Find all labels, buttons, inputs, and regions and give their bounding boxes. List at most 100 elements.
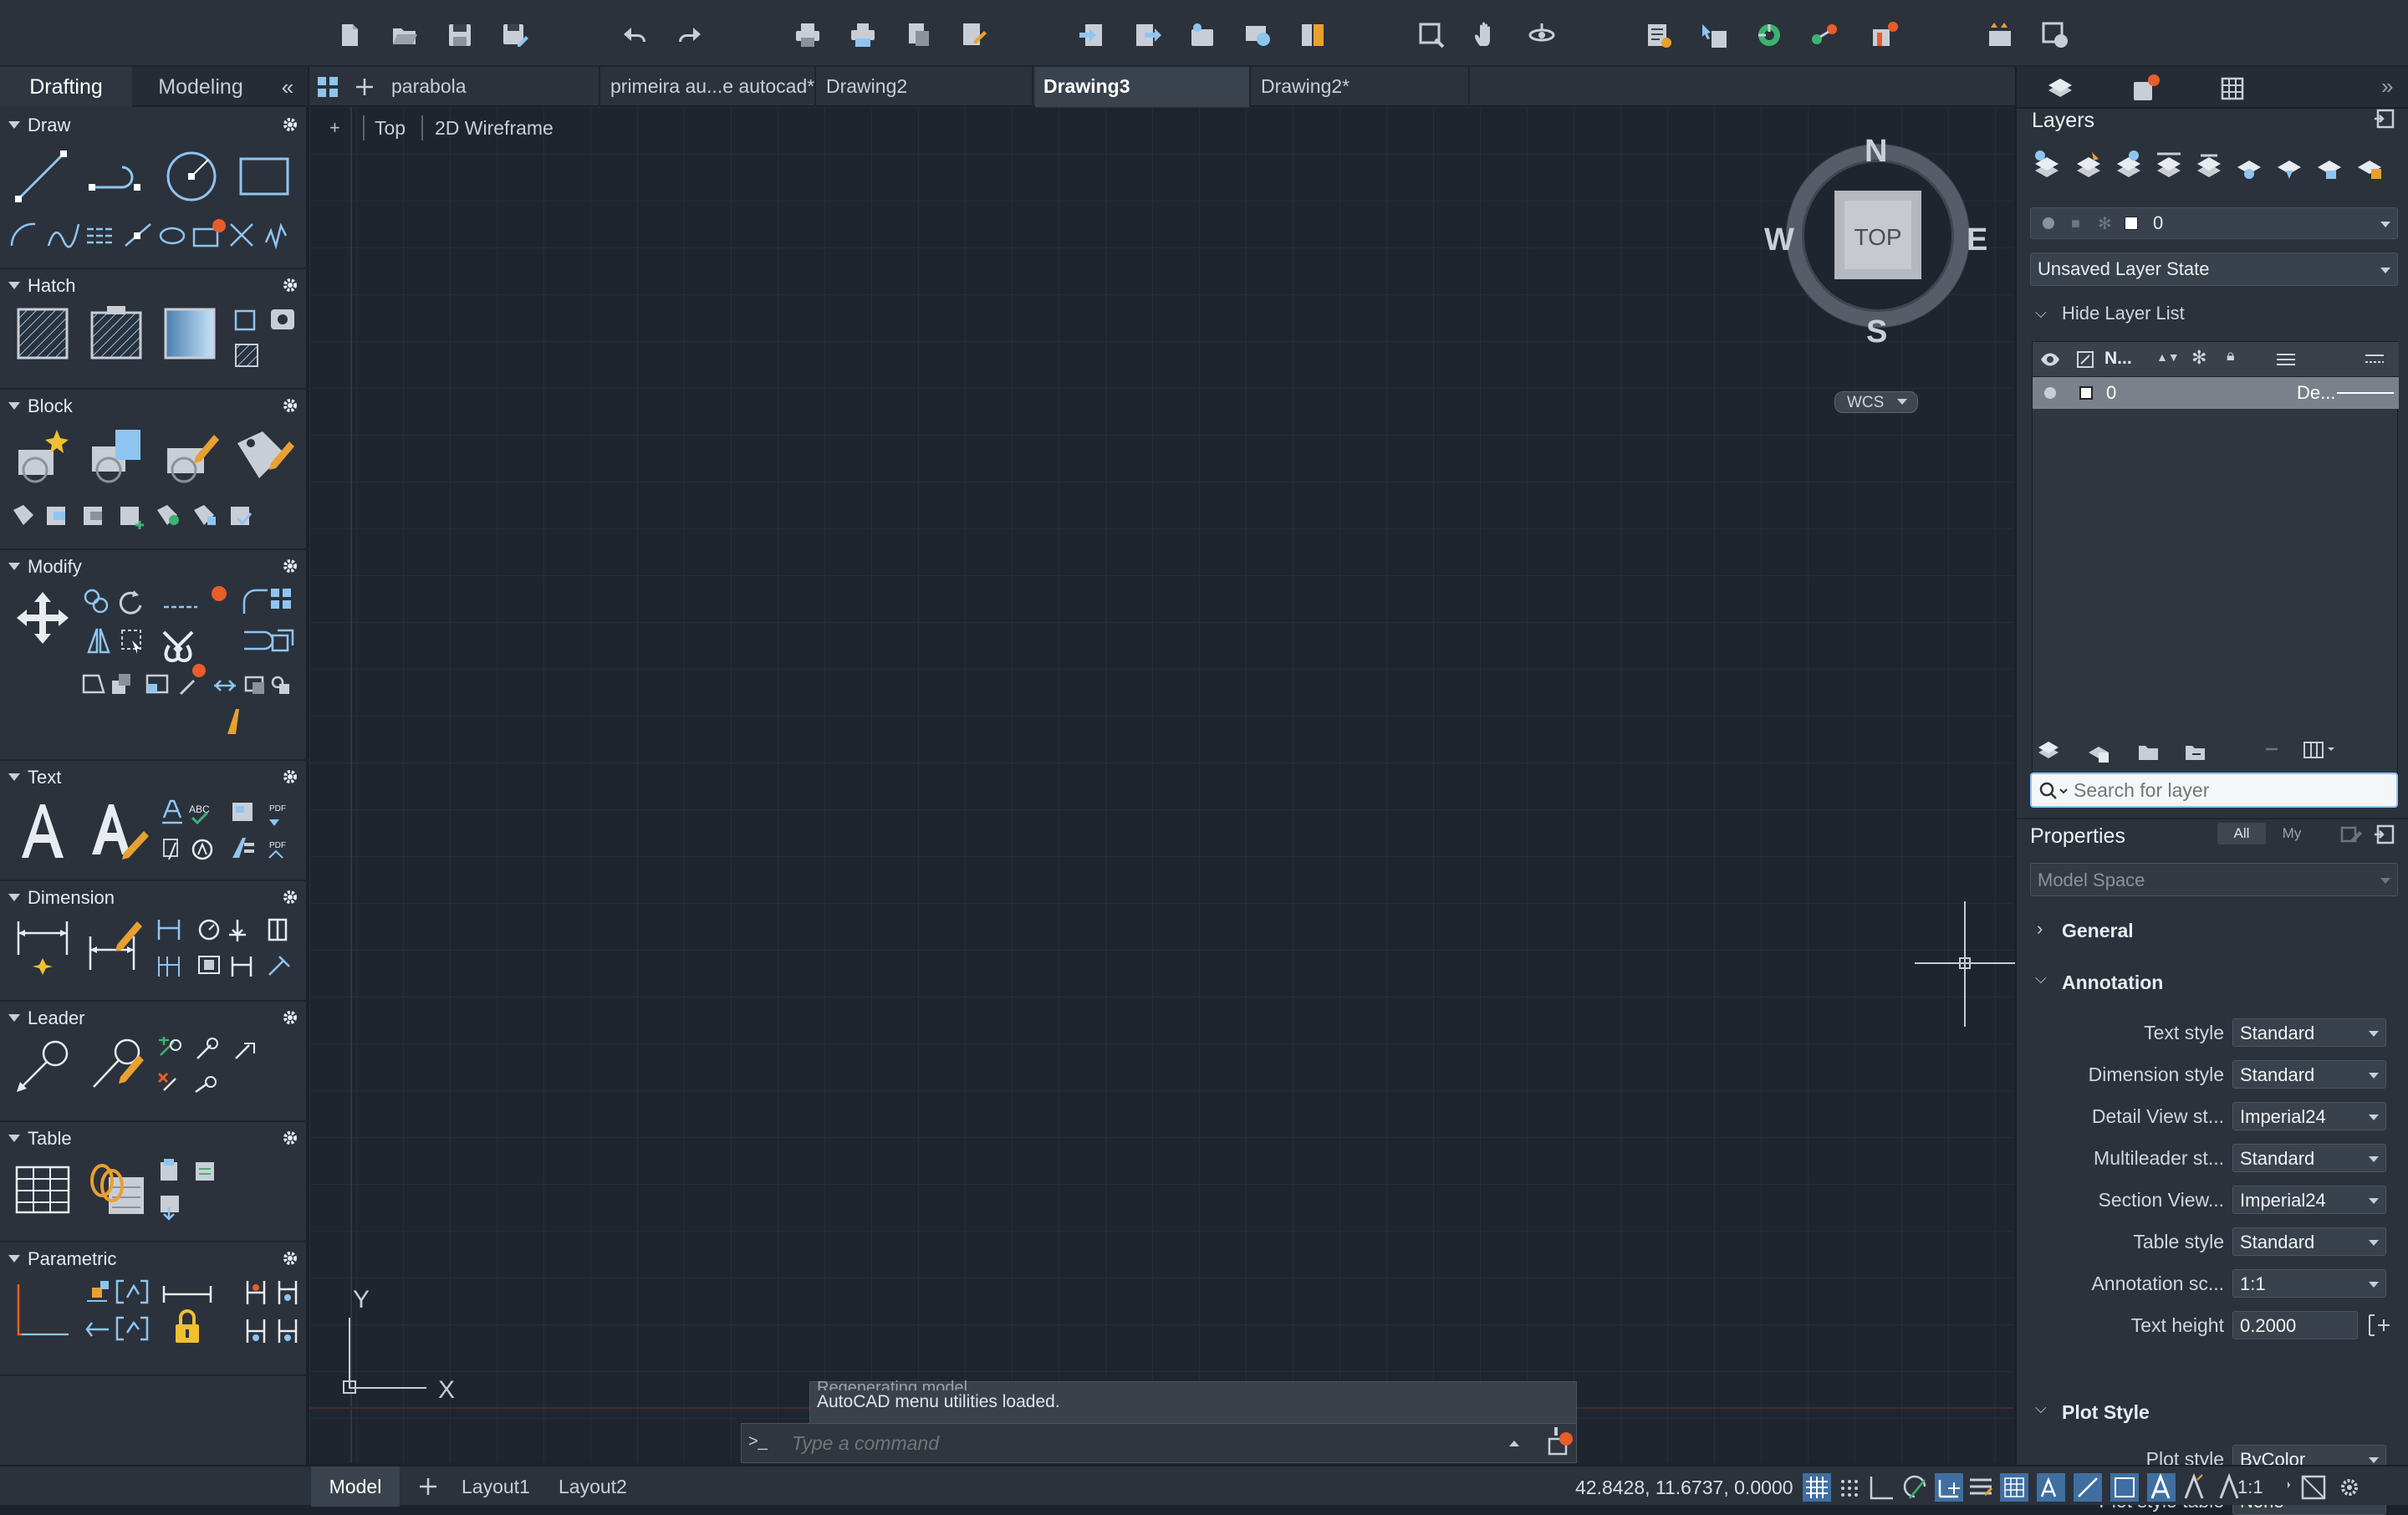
parametric-section-header[interactable]: Parametric <box>0 1244 308 1274</box>
gear-icon[interactable] <box>281 396 299 415</box>
coordinates-readout[interactable]: 42.8428, 11.6737, 0.0000 <box>1575 1477 1793 1498</box>
match-properties-icon[interactable] <box>1696 17 1732 54</box>
data-link-icon[interactable] <box>87 1160 147 1219</box>
boundary-tools-icon[interactable] <box>232 304 299 375</box>
dimension-tools-grid[interactable] <box>157 916 299 980</box>
page-setup-icon[interactable] <box>900 17 936 54</box>
command-history-toggle-icon[interactable] <box>1509 1441 1519 1446</box>
tab-modeling[interactable]: Modeling <box>158 75 243 99</box>
export-icon[interactable] <box>1129 17 1166 54</box>
modify-tools-grid[interactable] <box>80 585 298 752</box>
property-value-dropdown[interactable]: Standard <box>2232 1227 2386 1256</box>
layer-linetype[interactable]: De... <box>2297 382 2336 403</box>
compass-north[interactable]: N <box>1865 134 1888 169</box>
block-palette-icon[interactable] <box>2221 77 2244 100</box>
hatch-icon[interactable] <box>13 304 72 363</box>
linetype-column-icon[interactable] <box>2364 352 2385 367</box>
tab-drafting[interactable]: Drafting <box>0 67 132 107</box>
expand-panel-icon[interactable]: » <box>2381 74 2394 99</box>
property-value-dropdown[interactable]: Standard <box>2232 1144 2386 1172</box>
sort-icon[interactable]: ▲▼ <box>2156 350 2180 364</box>
tab-layout1[interactable]: Layout1 <box>462 1476 530 1497</box>
add-layout-icon[interactable] <box>418 1477 438 1497</box>
property-value-dropdown[interactable]: Imperial24 <box>2232 1186 2386 1214</box>
status-icon[interactable] <box>2076 350 2094 369</box>
sheet-set-icon[interactable] <box>1294 17 1331 54</box>
dimension-icon[interactable] <box>13 916 72 975</box>
properties-icon[interactable] <box>1640 17 1677 54</box>
command-customize-icon[interactable] <box>1544 1427 1576 1461</box>
share-icon[interactable] <box>1184 17 1221 54</box>
plot-icon[interactable] <box>789 17 826 54</box>
xref-icon[interactable] <box>1751 17 1788 54</box>
edit-block-icon[interactable] <box>162 426 221 485</box>
polyline-icon[interactable] <box>87 147 145 206</box>
gear-icon[interactable] <box>281 276 299 294</box>
draw-small-tools[interactable] <box>8 217 293 251</box>
move-icon[interactable] <box>13 589 72 647</box>
layers-palette-icon[interactable] <box>2047 75 2074 102</box>
dock-icon[interactable] <box>2373 823 2396 846</box>
boundary-hatch-icon[interactable] <box>87 304 145 363</box>
save-as-icon[interactable] <box>497 17 533 54</box>
property-value-dropdown[interactable]: 1:1 <box>2232 1269 2386 1298</box>
layer-on-icon[interactable] <box>2044 387 2056 399</box>
leader-tools-grid[interactable] <box>157 1037 258 1095</box>
new-tab-icon[interactable] <box>355 77 375 97</box>
layer-state-dropdown[interactable]: Unsaved Layer State <box>2030 252 2398 286</box>
eye-icon[interactable] <box>2039 350 2061 369</box>
layer-row[interactable]: 0 De... <box>2033 377 2399 409</box>
view-label[interactable]: Top <box>375 117 406 139</box>
draw-section-header[interactable]: Draw <box>0 110 308 140</box>
parametric-tools-grid[interactable] <box>80 1278 303 1344</box>
annotation-scale[interactable]: 1:1 <box>2237 1477 2263 1497</box>
gear-icon[interactable] <box>281 768 299 786</box>
modify-section-header[interactable]: Modify <box>0 552 308 582</box>
save-icon[interactable] <box>441 17 478 54</box>
table-icon[interactable] <box>13 1160 72 1219</box>
layer-list-toolbar[interactable] <box>2037 737 2385 766</box>
publish-icon[interactable] <box>955 17 992 54</box>
block-section-header[interactable]: Block <box>0 391 308 421</box>
redo-icon[interactable] <box>671 17 707 54</box>
undo-icon[interactable] <box>617 17 654 54</box>
line-icon[interactable] <box>12 147 70 206</box>
compass-south[interactable]: S <box>1866 314 1888 349</box>
geometric-constraint-icon[interactable] <box>13 1281 72 1339</box>
multiline-text-icon[interactable] <box>13 799 72 863</box>
viewport-menu-button[interactable]: + <box>329 117 340 138</box>
doc-tab-active[interactable]: Drawing3 <box>1035 67 1251 107</box>
insert-block-icon[interactable] <box>87 426 145 485</box>
freeze-column-icon[interactable]: ✻ <box>2191 347 2207 368</box>
quick-dimension-icon[interactable] <box>87 916 147 975</box>
text-tools-grid[interactable]: ABC PDF PDF <box>161 799 301 871</box>
lock-column-icon[interactable]: 🔒︎ <box>2227 347 2235 364</box>
property-value-dropdown[interactable]: Standard <box>2232 1018 2386 1047</box>
visual-style-label[interactable]: 2D Wireframe <box>435 117 554 139</box>
tool-palette-icon[interactable] <box>2037 17 2074 54</box>
layer-search-input[interactable] <box>2074 778 2391 803</box>
compass-west[interactable]: W <box>1764 222 1794 258</box>
zoom-window-icon[interactable] <box>1413 17 1450 54</box>
block-attribute-icon[interactable] <box>234 426 298 485</box>
circle-icon[interactable] <box>162 147 221 206</box>
property-value-dropdown[interactable]: Imperial24 <box>2232 1102 2386 1130</box>
attach-icon[interactable] <box>1806 17 1843 54</box>
gear-icon[interactable] <box>281 557 299 575</box>
status-toggle-icons[interactable] <box>1803 1473 2388 1502</box>
viewcube[interactable]: N S E W TOP <box>1764 134 1988 349</box>
group-general[interactable]: › General <box>2030 916 2398 946</box>
import-icon[interactable] <box>1074 17 1110 54</box>
add-leader-icon[interactable] <box>87 1037 147 1095</box>
doc-tab[interactable]: primeira au...e autocad* <box>602 67 816 107</box>
rectangle-icon[interactable] <box>234 147 293 206</box>
doc-tab[interactable]: Drawing2 <box>818 67 1033 107</box>
layer-color-icon[interactable] <box>2079 386 2093 400</box>
compass-east[interactable]: E <box>1967 222 1988 258</box>
gear-icon[interactable] <box>281 1008 299 1027</box>
filter-my-button[interactable]: My <box>2282 825 2302 841</box>
dock-icon[interactable] <box>2373 107 2396 130</box>
property-value-input[interactable]: 0.2000 <box>2232 1311 2358 1339</box>
gradient-icon[interactable] <box>161 304 219 363</box>
property-value-dropdown[interactable]: Standard <box>2232 1060 2386 1089</box>
